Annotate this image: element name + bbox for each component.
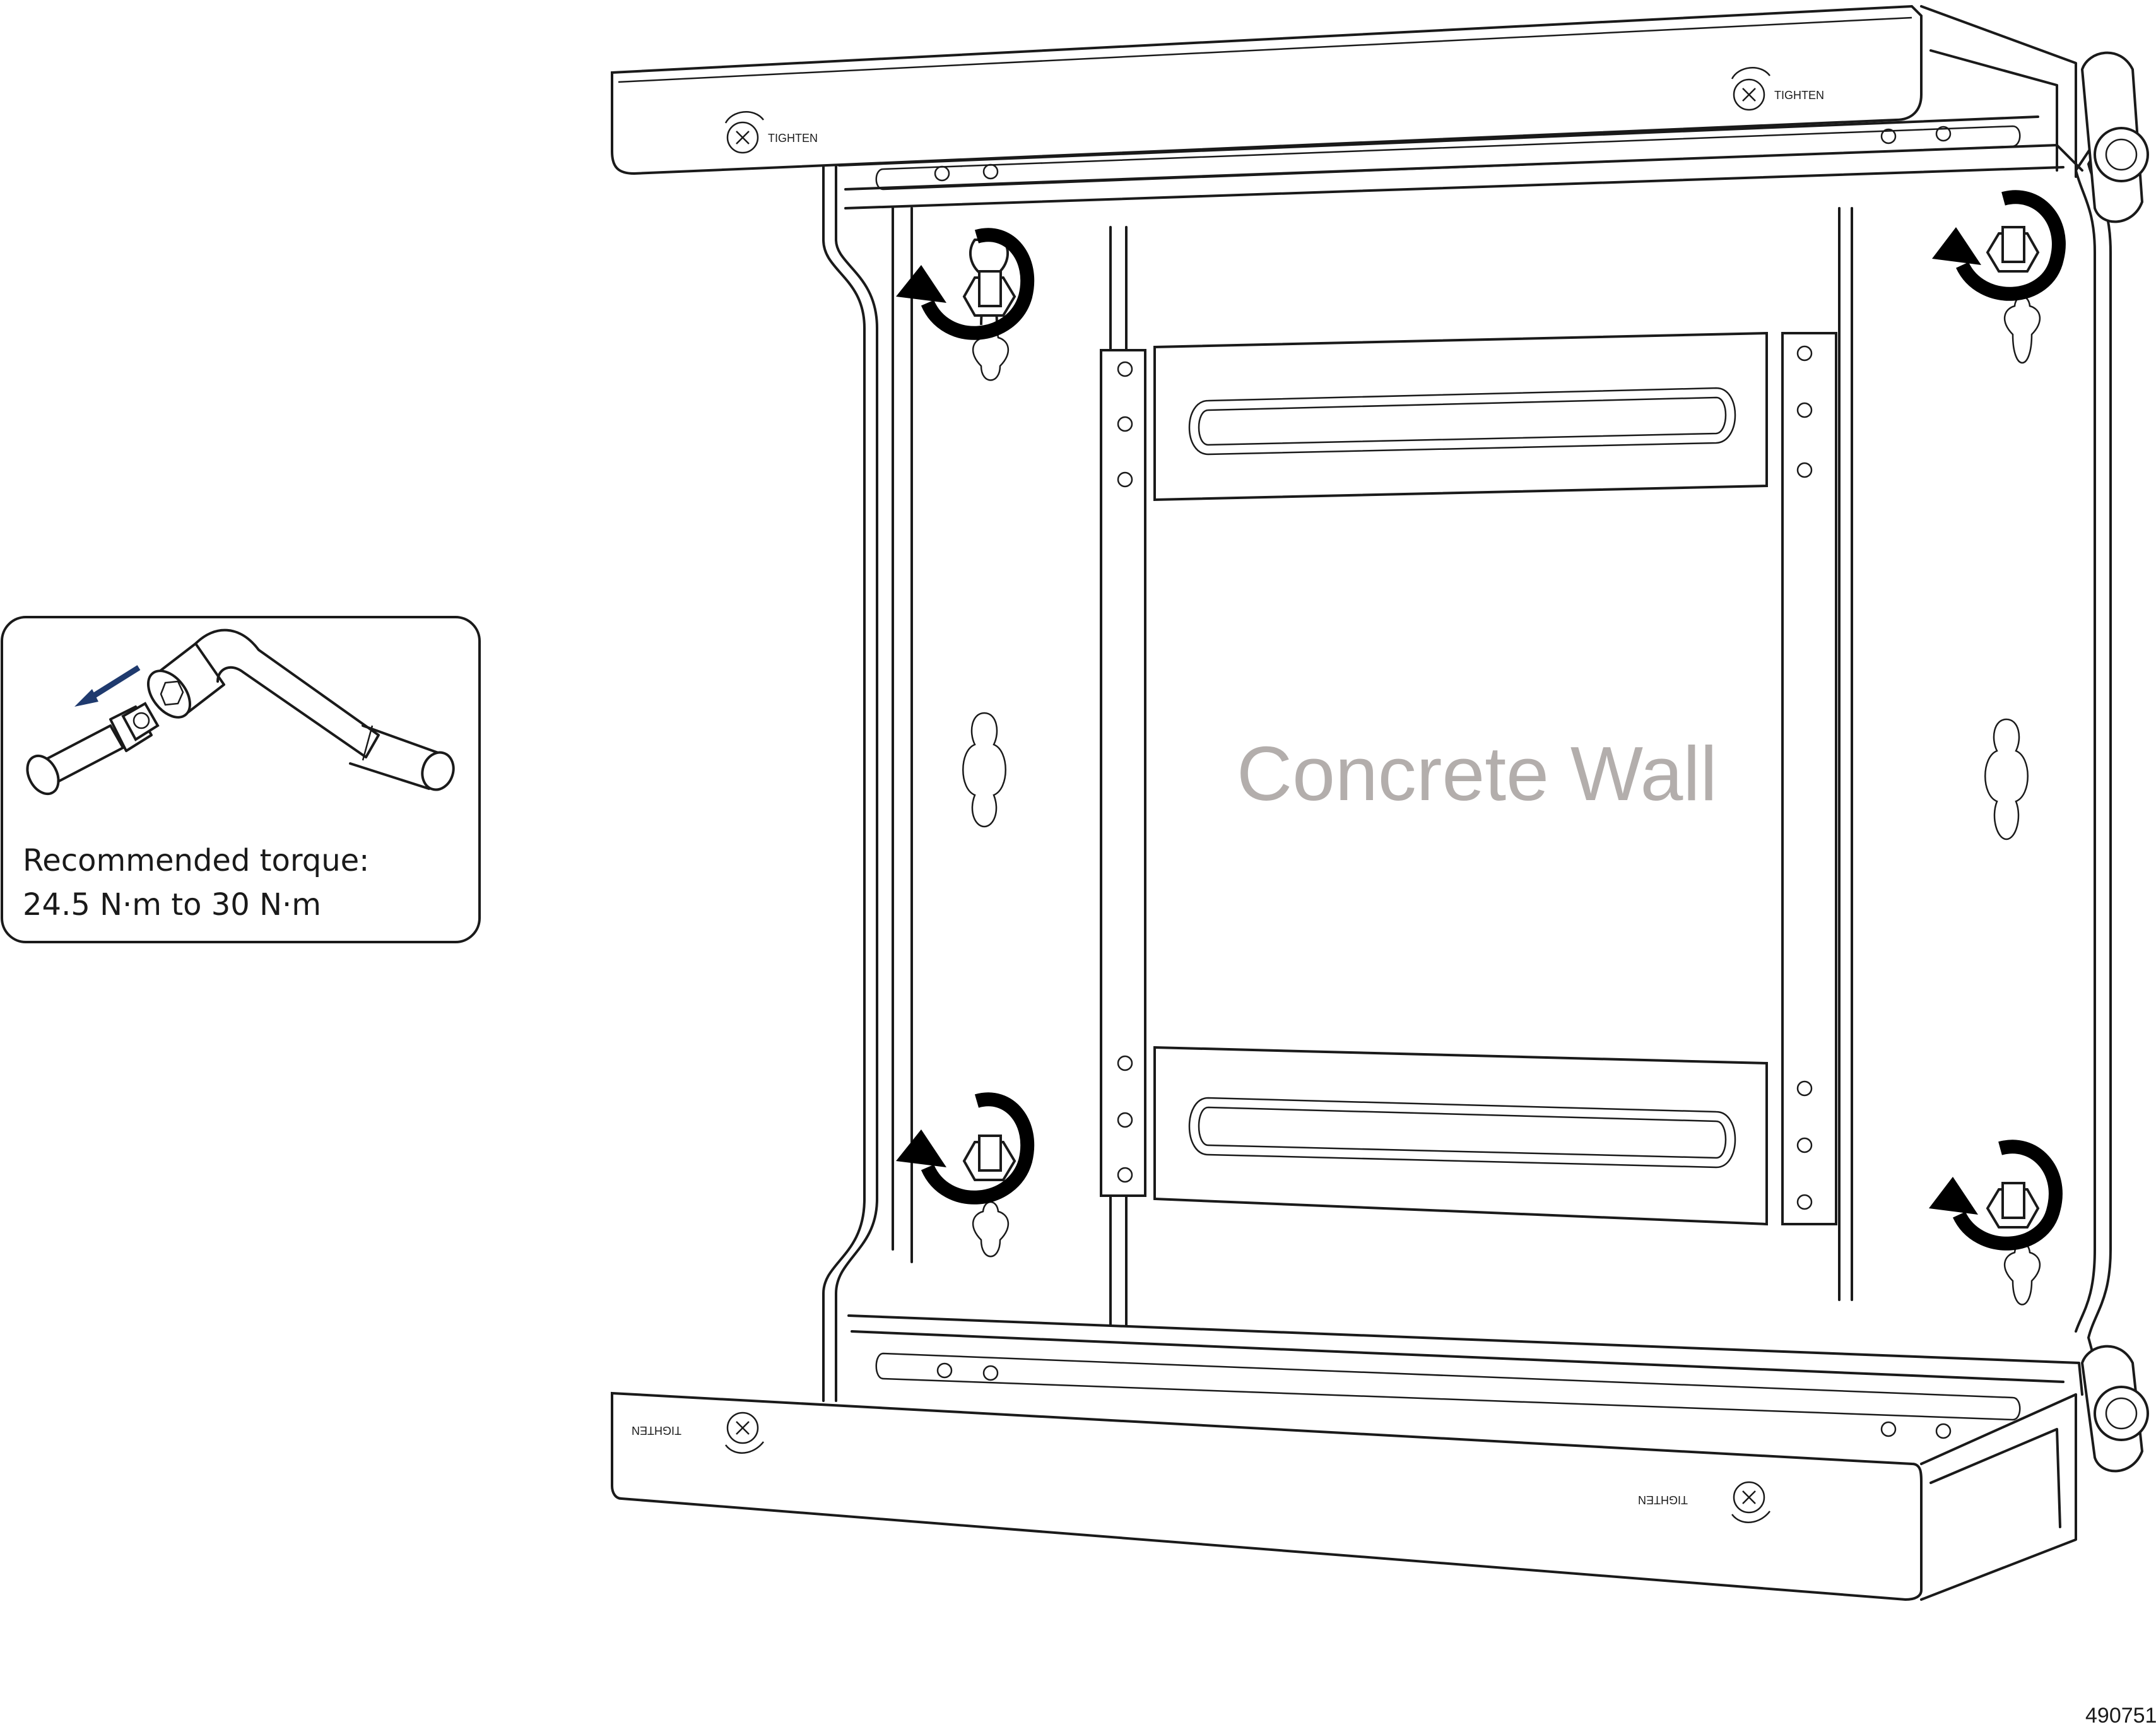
anchor-bolt-top-right [1986,226,2041,363]
tighten-label-bottom-left: TIGHTEN [632,1424,681,1437]
tighten-screw-icon: TIGHTEN [1638,1481,1770,1523]
tighten-screw-icon: TIGHTEN [632,1412,764,1454]
insert-direction-arrow-icon [74,665,141,707]
torque-callout: Recommended torque: 24.5 N·m to 30 N·m [1,616,481,943]
tighten-label-bottom-right: TIGHTEN [1638,1494,1688,1506]
anchor-bolt-bottom-right [1986,1182,2041,1306]
anchor-bolt-top-left [962,239,1016,381]
rotation-arrow-icon [896,1092,1035,1205]
torque-label: Recommended torque: [23,843,369,878]
concrete-wall-label: Concrete Wall [1237,731,1717,816]
socket-wrench-icon [147,628,455,791]
rotation-arrow-icon [1929,1140,2063,1251]
tighten-label-top-right: TIGHTEN [1774,89,1824,102]
anchor-bolt-icon [26,702,160,796]
anchor-bolt-bottom-left [962,1135,1016,1258]
tighten-screw-icon: TIGHTEN [1731,67,1824,111]
rotation-arrow-icon [1932,190,2066,301]
tighten-screw-icon: TIGHTEN [724,111,818,154]
tighten-label-top-left: TIGHTEN [768,132,818,144]
wall-mount-bracket: TIGHTEN TIGHTEN [611,4,2149,1601]
figure-id: 490751 [2085,1704,2156,1727]
torque-value: 24.5 N·m to 30 N·m [23,887,321,922]
rotation-arrow-icon [896,228,1035,340]
pivot-knob-icon [2080,1345,2149,1473]
pivot-knob-icon [2080,51,2149,223]
